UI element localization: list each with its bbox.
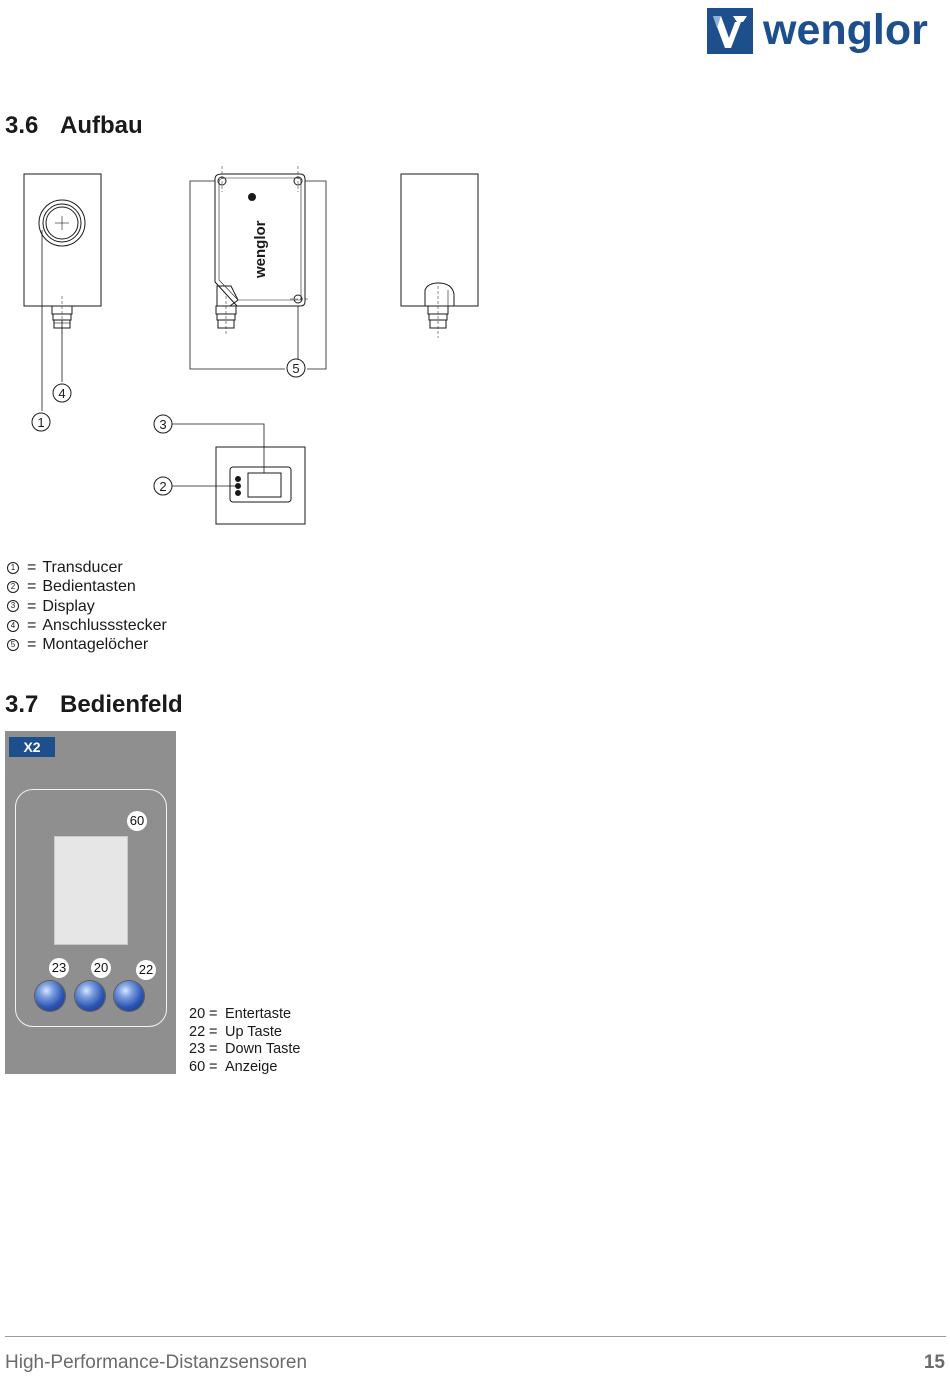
svg-text:4: 4 xyxy=(58,386,65,401)
wenglor-logo-mark xyxy=(707,8,753,54)
operating-panel: X2 60 23 20 22 xyxy=(5,731,176,1074)
legend-marker: 2 xyxy=(7,580,19,593)
footer-document-title: High-Performance-Distanzsensoren xyxy=(5,1352,308,1373)
key-item: 60 = Anzeige xyxy=(189,1059,301,1077)
section-heading-bedienfeld: 3.7 Bedienfeld xyxy=(5,691,183,719)
panel-display xyxy=(54,836,128,945)
legend-marker: 1 xyxy=(7,561,19,574)
svg-text:1: 1 xyxy=(37,415,44,430)
callout-1: 1 xyxy=(31,412,51,432)
legend-text: Montagelöcher xyxy=(42,636,149,654)
brand-wordmark: wenglor xyxy=(763,6,928,54)
legend-text: Transducer xyxy=(42,559,123,576)
legend-item: 4 = Anschlussstecker xyxy=(6,616,167,635)
footer-divider xyxy=(5,1336,946,1337)
x2-badge: X2 xyxy=(9,737,55,757)
section-number: 3.7 xyxy=(5,691,39,718)
key-equals: = xyxy=(209,1041,218,1057)
legend-text: Display xyxy=(42,597,95,615)
key-item: 23 = Down Taste xyxy=(189,1041,301,1059)
key-number: 22 xyxy=(189,1023,206,1040)
legend-item: 3 = Display xyxy=(6,597,167,616)
key-equals: = xyxy=(209,1023,218,1040)
callout-5: 5 xyxy=(286,358,306,378)
front-view xyxy=(23,173,102,411)
display-tag: 60 xyxy=(127,811,147,831)
button-tag-enter: 20 xyxy=(91,958,111,978)
key-text: Down Taste xyxy=(225,1041,301,1057)
legend-text: Bedientasten xyxy=(42,578,136,596)
rear-view xyxy=(400,173,479,338)
button-tag-up: 22 xyxy=(136,960,156,980)
down-button[interactable] xyxy=(35,981,65,1011)
legend-item: 5 = Montagelöcher xyxy=(6,635,167,654)
wenglor-logo: wenglor xyxy=(707,6,947,56)
legend-equals: = xyxy=(27,597,37,615)
page-number: 15 xyxy=(923,1352,945,1373)
section-title: Bedienfeld xyxy=(60,691,183,718)
key-text: Anzeige xyxy=(225,1058,278,1075)
key-number: 23 xyxy=(189,1041,206,1057)
panel-view xyxy=(172,423,306,525)
section-number: 3.6 xyxy=(5,112,39,139)
callout-4: 4 xyxy=(52,383,72,403)
key-item: 22 = Up Taste xyxy=(189,1024,301,1042)
legend-equals: = xyxy=(27,636,37,654)
construction-drawing: 1 4 wenglor 5 xyxy=(23,166,479,525)
key-equals: = xyxy=(209,1006,218,1022)
key-number: 20 xyxy=(189,1006,206,1022)
legend-equals: = xyxy=(27,559,37,576)
legend-equals: = xyxy=(27,578,37,596)
section-title: Aufbau xyxy=(60,112,143,139)
side-view: wenglor xyxy=(189,166,327,370)
key-text: Up Taste xyxy=(225,1023,282,1040)
aufbau-legend: 1 = Transducer 2 = Bedientasten 3 = Disp… xyxy=(6,558,167,654)
svg-text:2: 2 xyxy=(159,479,166,494)
key-text: Entertaste xyxy=(225,1006,292,1022)
panel-frame xyxy=(15,789,167,1027)
section-heading-aufbau: 3.6 Aufbau xyxy=(5,112,143,140)
legend-text: Anschlussstecker xyxy=(42,616,167,634)
up-button[interactable] xyxy=(114,981,144,1011)
enter-button[interactable] xyxy=(75,981,105,1011)
svg-text:5: 5 xyxy=(292,361,299,376)
key-item: 20 = Entertaste xyxy=(189,1006,301,1024)
callout-3: 3 xyxy=(153,414,173,434)
key-equals: = xyxy=(209,1058,218,1075)
legend-marker: 5 xyxy=(7,638,19,651)
callout-2: 2 xyxy=(153,476,173,496)
bedienfeld-legend: 20 = Entertaste 22 = Up Taste 23 = Down … xyxy=(189,1006,301,1076)
key-number: 60 xyxy=(189,1058,206,1075)
legend-equals: = xyxy=(27,616,37,634)
legend-item: 2 = Bedientasten xyxy=(6,577,167,596)
button-tag-down: 23 xyxy=(49,958,69,978)
svg-text:3: 3 xyxy=(159,417,166,432)
legend-marker: 3 xyxy=(7,600,19,613)
legend-marker: 4 xyxy=(7,619,19,632)
legend-item: 1 = Transducer xyxy=(6,558,167,577)
housing-label: wenglor xyxy=(252,220,269,279)
